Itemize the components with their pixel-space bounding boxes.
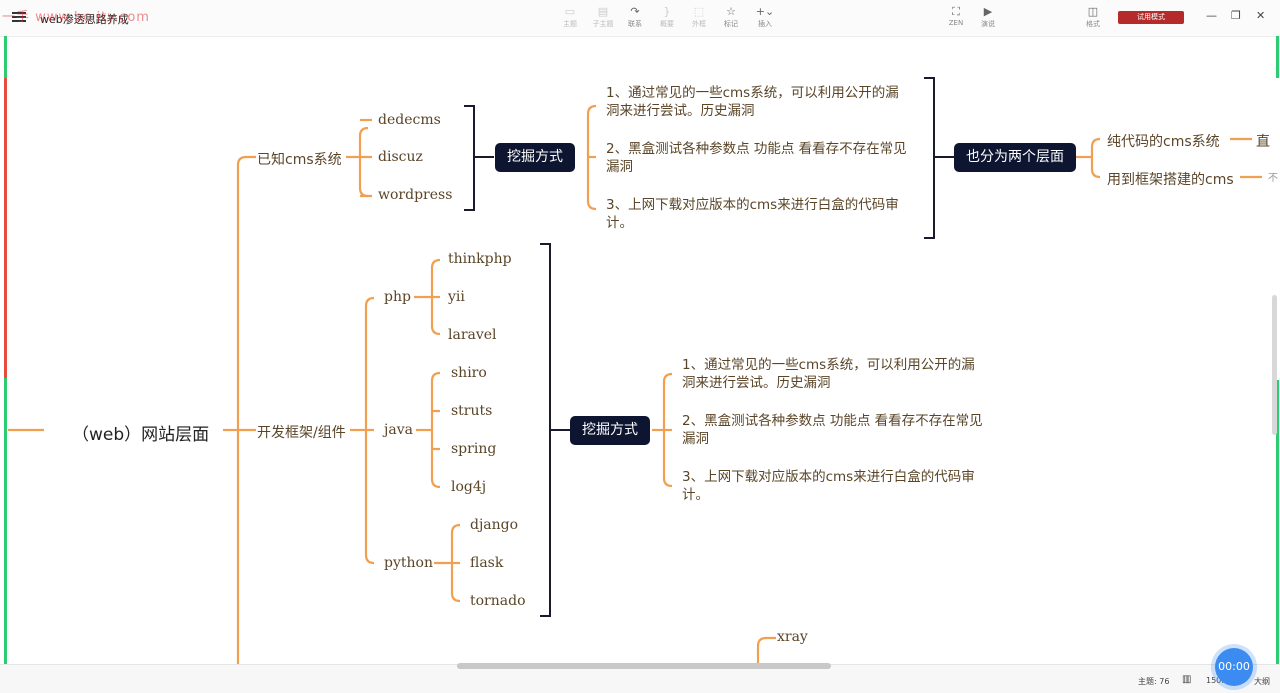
relation-icon: ↷ xyxy=(630,5,640,18)
outline-view-icon[interactable]: ▥ xyxy=(1182,674,1192,685)
method-item-1[interactable]: 1、通过常见的一些cms系统，可以利用公开的漏洞来进行尝试。历史漏洞 xyxy=(606,85,899,119)
document-title: web渗透思路养成 xyxy=(40,13,129,26)
vertical-scrollbar[interactable] xyxy=(1272,295,1277,435)
marker-button[interactable]: ☆标记 xyxy=(714,5,748,29)
left-edge-bar-green xyxy=(4,378,7,668)
topic-count: 主题: 76 xyxy=(1138,677,1170,686)
connector-lines xyxy=(8,77,1262,664)
topic-discuz[interactable]: discuz xyxy=(378,149,423,165)
format-icon: ◫ xyxy=(1087,5,1099,18)
topic-yii[interactable]: yii xyxy=(448,289,465,305)
topic-two-layers[interactable]: 也分为两个层面 xyxy=(954,143,1076,172)
right-edge-bar xyxy=(1276,36,1279,78)
topic-known-cms[interactable]: 已知cms系统 xyxy=(257,152,342,168)
size-label[interactable]: 大纲 xyxy=(1254,677,1270,686)
topic-laravel[interactable]: laravel xyxy=(448,327,497,343)
subtopic-icon: ▤ xyxy=(597,5,609,18)
left-edge-bar xyxy=(4,36,7,78)
topic-thinkphp[interactable]: thinkphp xyxy=(448,251,512,267)
zen-icon: ⛶ xyxy=(952,5,960,18)
topic-icon: ▭ xyxy=(564,5,576,18)
topic-wordpress[interactable]: wordpress xyxy=(378,187,453,203)
present-icon: ▶ xyxy=(983,5,993,18)
topic-truncated-1[interactable]: 直 xyxy=(1256,134,1270,150)
zen-button[interactable]: ⛶ZEN xyxy=(939,5,973,27)
topic-shiro[interactable]: shiro xyxy=(451,365,487,381)
trial-mode-button[interactable]: 试用模式 xyxy=(1118,11,1184,24)
topic-framework-cms[interactable]: 用到框架搭建的cms xyxy=(1107,172,1234,188)
topic-php[interactable]: php xyxy=(384,289,411,305)
method-item-3[interactable]: 3、上网下载对应版本的cms来进行白盒的代码审计。 xyxy=(606,197,899,231)
topic-mining-method-2[interactable]: 挖掘方式 xyxy=(570,416,650,445)
star-icon: ☆ xyxy=(726,5,736,18)
topic-django[interactable]: django xyxy=(470,517,519,533)
topic-mining-method-1[interactable]: 挖掘方式 xyxy=(495,143,575,172)
method2-item-3[interactable]: 3、上网下载对应版本的cms来进行白盒的代码审计。 xyxy=(682,469,975,503)
summary-icon: } xyxy=(663,5,671,18)
format-button[interactable]: ◫格式 xyxy=(1076,5,1110,29)
mindmap-canvas[interactable]: （web）网站层面 已知cms系统 dedecms discuz wordpre… xyxy=(0,36,1280,664)
method2-item-2[interactable]: 2、黑盒测试各种参数点 功能点 看看存不存在常见漏洞 xyxy=(682,413,983,447)
topic-dev-framework[interactable]: 开发框架/组件 xyxy=(257,425,346,441)
present-button[interactable]: ▶演说 xyxy=(971,5,1005,29)
close-icon[interactable]: ✕ xyxy=(1256,9,1266,22)
recording-timer[interactable]: 00:00 xyxy=(1215,648,1253,686)
topic-log4j[interactable]: log4j xyxy=(451,479,487,495)
plus-icon: +⌄ xyxy=(755,5,775,18)
summary-button[interactable]: }概要 xyxy=(650,5,684,29)
top-toolbar: web渗透思路养成 一手 www.bc.ity.com ▭主题 ▤子主题 ↷联系… xyxy=(0,0,1280,37)
topic-pure-code-cms[interactable]: 纯代码的cms系统 xyxy=(1107,134,1220,150)
topic-dedecms[interactable]: dedecms xyxy=(378,112,441,128)
menu-icon[interactable] xyxy=(12,10,26,24)
maximize-icon[interactable]: ❐ xyxy=(1231,9,1241,22)
topic-flask[interactable]: flask xyxy=(470,555,504,571)
topic-python[interactable]: python xyxy=(384,555,433,571)
watermark: 一手 www.bc.ity.com xyxy=(2,10,150,25)
topic-spring[interactable]: spring xyxy=(451,441,497,457)
root-topic[interactable]: （web）网站层面 xyxy=(72,425,210,445)
right-edge-bar-green xyxy=(1276,380,1279,668)
topic-struts[interactable]: struts xyxy=(451,403,493,419)
insert-button[interactable]: +⌄插入 xyxy=(748,5,782,29)
method-item-2[interactable]: 2、黑盒测试各种参数点 功能点 看看存不存在常见漏洞 xyxy=(606,141,907,175)
horizontal-scrollbar[interactable] xyxy=(457,663,831,669)
topic-java[interactable]: java xyxy=(384,422,413,438)
subtopic-button[interactable]: ▤子主题 xyxy=(586,5,620,29)
method2-item-1[interactable]: 1、通过常见的一些cms系统，可以利用公开的漏洞来进行尝试。历史漏洞 xyxy=(682,357,975,391)
relation-button[interactable]: ↷联系 xyxy=(618,5,652,29)
topic-tornado[interactable]: tornado xyxy=(470,593,526,609)
topic-truncated-2[interactable]: 不 xyxy=(1268,173,1278,184)
minimize-icon[interactable]: — xyxy=(1206,9,1217,22)
topic-button[interactable]: ▭主题 xyxy=(553,5,587,29)
zoom-level[interactable]: 150... xyxy=(1206,676,1229,685)
left-edge-bar-red xyxy=(4,78,7,378)
boundary-icon: ⬚ xyxy=(693,5,705,18)
boundary-button[interactable]: ⬚外框 xyxy=(682,5,716,29)
topic-xray[interactable]: xray xyxy=(777,629,808,645)
